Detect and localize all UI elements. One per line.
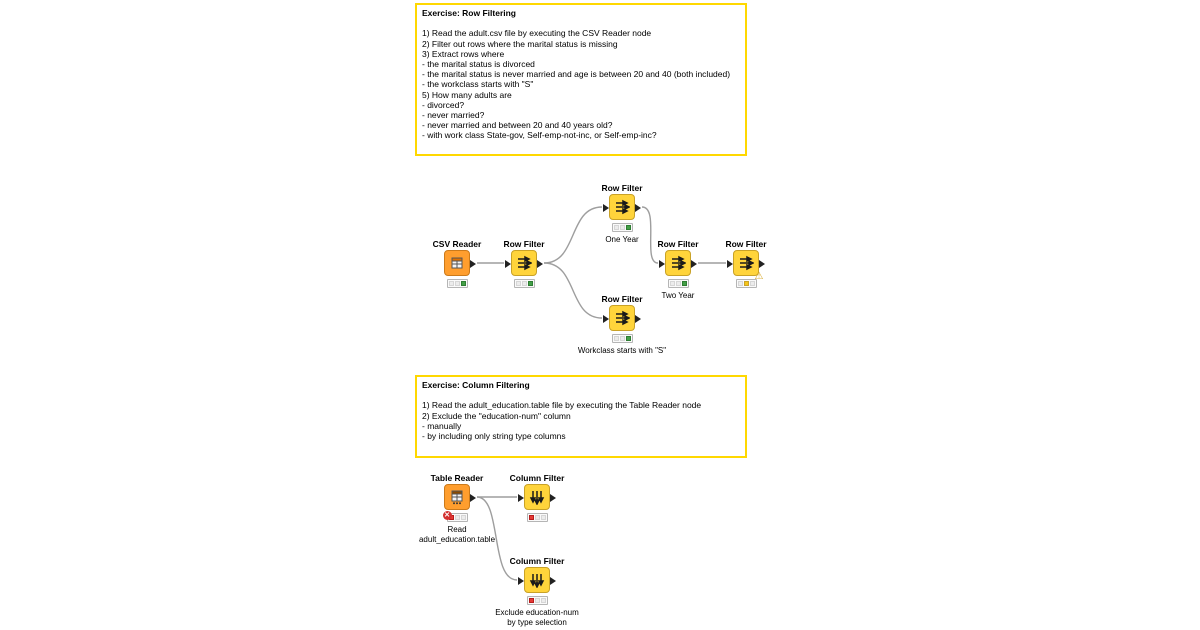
input-port[interactable] xyxy=(603,315,609,323)
row-filter-glyph xyxy=(616,310,630,326)
annotation-column-filtering[interactable]: Exercise: Column Filtering 1) Read the a… xyxy=(415,375,747,458)
output-port[interactable] xyxy=(635,315,641,323)
row-filter-glyph xyxy=(518,255,532,271)
annotation-title: Exercise: Column Filtering xyxy=(422,380,530,390)
node-row-filter-one-year[interactable]: Row Filter One Year xyxy=(562,182,682,245)
node-status-light xyxy=(526,596,548,605)
column-filter-glyph xyxy=(529,491,545,505)
annotation-text: 1) Read the adult.csv file by executing … xyxy=(422,28,731,141)
column-filter-icon[interactable] xyxy=(518,567,556,593)
node-status-light: ✕ xyxy=(442,511,468,522)
node-caption: Workclass starts with "S" xyxy=(577,346,667,355)
node-status-light xyxy=(611,223,633,232)
output-port[interactable] xyxy=(691,260,697,268)
node-caption: Read adult_education.table xyxy=(418,525,496,544)
row-filter-icon[interactable] xyxy=(727,250,765,276)
output-port[interactable] xyxy=(550,577,556,585)
output-port[interactable] xyxy=(537,260,543,268)
table-reader-icon[interactable] xyxy=(444,484,476,510)
node-label: Row Filter xyxy=(503,239,545,249)
node-caption: Exclude education-num by type selection xyxy=(495,608,579,627)
node-row-filter-warning[interactable]: Row Filter ⚠ xyxy=(686,238,806,288)
node-status-light xyxy=(667,279,689,288)
node-csv-reader[interactable]: CSV Reader xyxy=(397,238,517,288)
input-port[interactable] xyxy=(659,260,665,268)
row-filter-glyph xyxy=(740,255,754,271)
input-port[interactable] xyxy=(727,260,733,268)
table-file-icon xyxy=(451,257,463,269)
node-label: Column Filter xyxy=(509,556,565,566)
node-row-filter-two-year[interactable]: Row Filter Two Year xyxy=(618,238,738,301)
node-status-light: ⚠ xyxy=(735,272,764,288)
row-filter-glyph xyxy=(672,255,686,271)
node-status-light xyxy=(446,279,468,288)
output-port[interactable] xyxy=(759,260,765,268)
error-icon: ✕ xyxy=(442,511,452,520)
node-row-filter-workclass[interactable]: Row Filter Workclass starts with "S" xyxy=(562,293,682,356)
node-label: Row Filter xyxy=(725,239,767,249)
warning-icon: ⚠ xyxy=(754,271,764,282)
node-table-reader[interactable]: Table Reader ✕ Read adult_education.tabl… xyxy=(397,472,517,545)
column-filter-glyph xyxy=(529,574,545,588)
row-filter-icon[interactable] xyxy=(603,194,641,220)
node-column-filter-type[interactable]: Column Filter Exclude education-num by t… xyxy=(477,555,597,628)
table-file-icon xyxy=(451,490,463,505)
annotation-row-filtering[interactable]: Exercise: Row Filtering 1) Read the adul… xyxy=(415,3,747,156)
column-filter-icon[interactable] xyxy=(518,484,556,510)
node-column-filter-manual[interactable]: Column Filter xyxy=(477,472,597,522)
node-label: Row Filter xyxy=(601,294,643,304)
node-status-light xyxy=(513,279,535,288)
input-port[interactable] xyxy=(603,204,609,212)
input-port[interactable] xyxy=(518,577,524,585)
annotation-title: Exercise: Row Filtering xyxy=(422,8,516,18)
input-port[interactable] xyxy=(505,260,511,268)
node-label: Table Reader xyxy=(430,473,484,483)
node-row-filter-1[interactable]: Row Filter xyxy=(464,238,584,288)
node-status-light xyxy=(611,334,633,343)
node-label: Column Filter xyxy=(509,473,565,483)
row-filter-glyph xyxy=(616,199,630,215)
output-port[interactable] xyxy=(635,204,641,212)
node-caption: Two Year xyxy=(661,291,695,300)
node-caption: One Year xyxy=(605,235,639,244)
csv-reader-icon[interactable] xyxy=(444,250,476,276)
row-filter-icon[interactable] xyxy=(505,250,543,276)
row-filter-icon[interactable] xyxy=(603,305,641,331)
node-status-light xyxy=(526,513,548,522)
node-label: Row Filter xyxy=(657,239,699,249)
row-filter-icon[interactable] xyxy=(659,250,697,276)
node-label: Row Filter xyxy=(601,183,643,193)
annotation-text: 1) Read the adult_education.table file b… xyxy=(422,400,702,442)
output-port[interactable] xyxy=(470,260,476,268)
output-port[interactable] xyxy=(550,494,556,502)
node-label: CSV Reader xyxy=(432,239,482,249)
input-port[interactable] xyxy=(518,494,524,502)
output-port[interactable] xyxy=(470,494,476,502)
